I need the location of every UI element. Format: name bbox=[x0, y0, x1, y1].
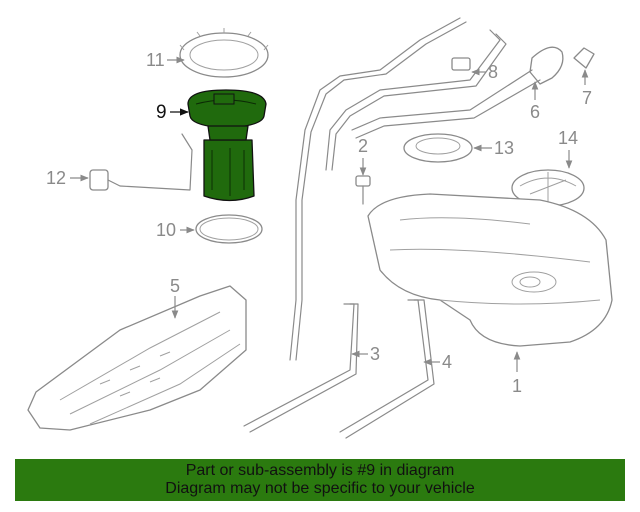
fuel-tank-part[interactable] bbox=[367, 193, 613, 347]
callout-6: 6 bbox=[530, 81, 540, 122]
fuel-pump-module-part[interactable] bbox=[187, 89, 267, 202]
fuel-line-part[interactable] bbox=[289, 17, 507, 361]
lock-ring-part[interactable] bbox=[179, 28, 269, 78]
parts-diagram: 11 9 12 10 5 8 6 7 2 13 14 3 bbox=[27, 17, 613, 439]
level-sender-part[interactable] bbox=[89, 133, 193, 191]
callout-4: 4 bbox=[423, 352, 452, 372]
callout-2: 2 bbox=[358, 136, 368, 176]
svg-text:1: 1 bbox=[512, 376, 522, 396]
svg-text:13: 13 bbox=[494, 138, 514, 158]
svg-text:11: 11 bbox=[146, 50, 165, 70]
info-banner: Part or sub-assembly is #9 in diagram Di… bbox=[15, 459, 625, 501]
strap-part-4[interactable] bbox=[339, 299, 435, 439]
banner-line-part-number: Part or sub-assembly is #9 in diagram bbox=[185, 462, 455, 479]
callout-1: 1 bbox=[512, 351, 522, 396]
svg-text:3: 3 bbox=[370, 344, 380, 364]
callout-11: 11 bbox=[146, 50, 185, 70]
filler-neck-part[interactable] bbox=[351, 46, 564, 139]
callout-5: 5 bbox=[170, 276, 180, 319]
bolt-part[interactable] bbox=[355, 175, 371, 205]
svg-text:2: 2 bbox=[358, 136, 368, 156]
svg-text:12: 12 bbox=[46, 168, 66, 188]
svg-text:8: 8 bbox=[488, 62, 498, 82]
gasket-part[interactable] bbox=[403, 133, 473, 163]
heat-shield-part[interactable] bbox=[27, 285, 247, 431]
callout-3: 3 bbox=[351, 344, 380, 364]
svg-text:10: 10 bbox=[156, 220, 176, 240]
callout-7: 7 bbox=[581, 69, 592, 108]
callout-9: 9 bbox=[156, 102, 189, 123]
svg-text:5: 5 bbox=[170, 276, 180, 296]
callout-10: 10 bbox=[156, 220, 195, 240]
svg-text:14: 14 bbox=[558, 128, 578, 148]
callout-13: 13 bbox=[473, 138, 514, 158]
callout-12: 12 bbox=[46, 168, 89, 188]
callout-14: 14 bbox=[558, 128, 578, 169]
svg-text:7: 7 bbox=[582, 88, 592, 108]
strap-part-3[interactable] bbox=[243, 303, 359, 433]
callout-8: 8 bbox=[471, 62, 498, 82]
o-ring-part[interactable] bbox=[195, 214, 263, 244]
valve-cap-part[interactable] bbox=[573, 47, 595, 69]
svg-text:4: 4 bbox=[442, 352, 452, 372]
svg-text:6: 6 bbox=[530, 102, 540, 122]
banner-line-disclaimer: Diagram may not be specific to your vehi… bbox=[165, 480, 475, 497]
svg-text:9: 9 bbox=[156, 102, 167, 123]
